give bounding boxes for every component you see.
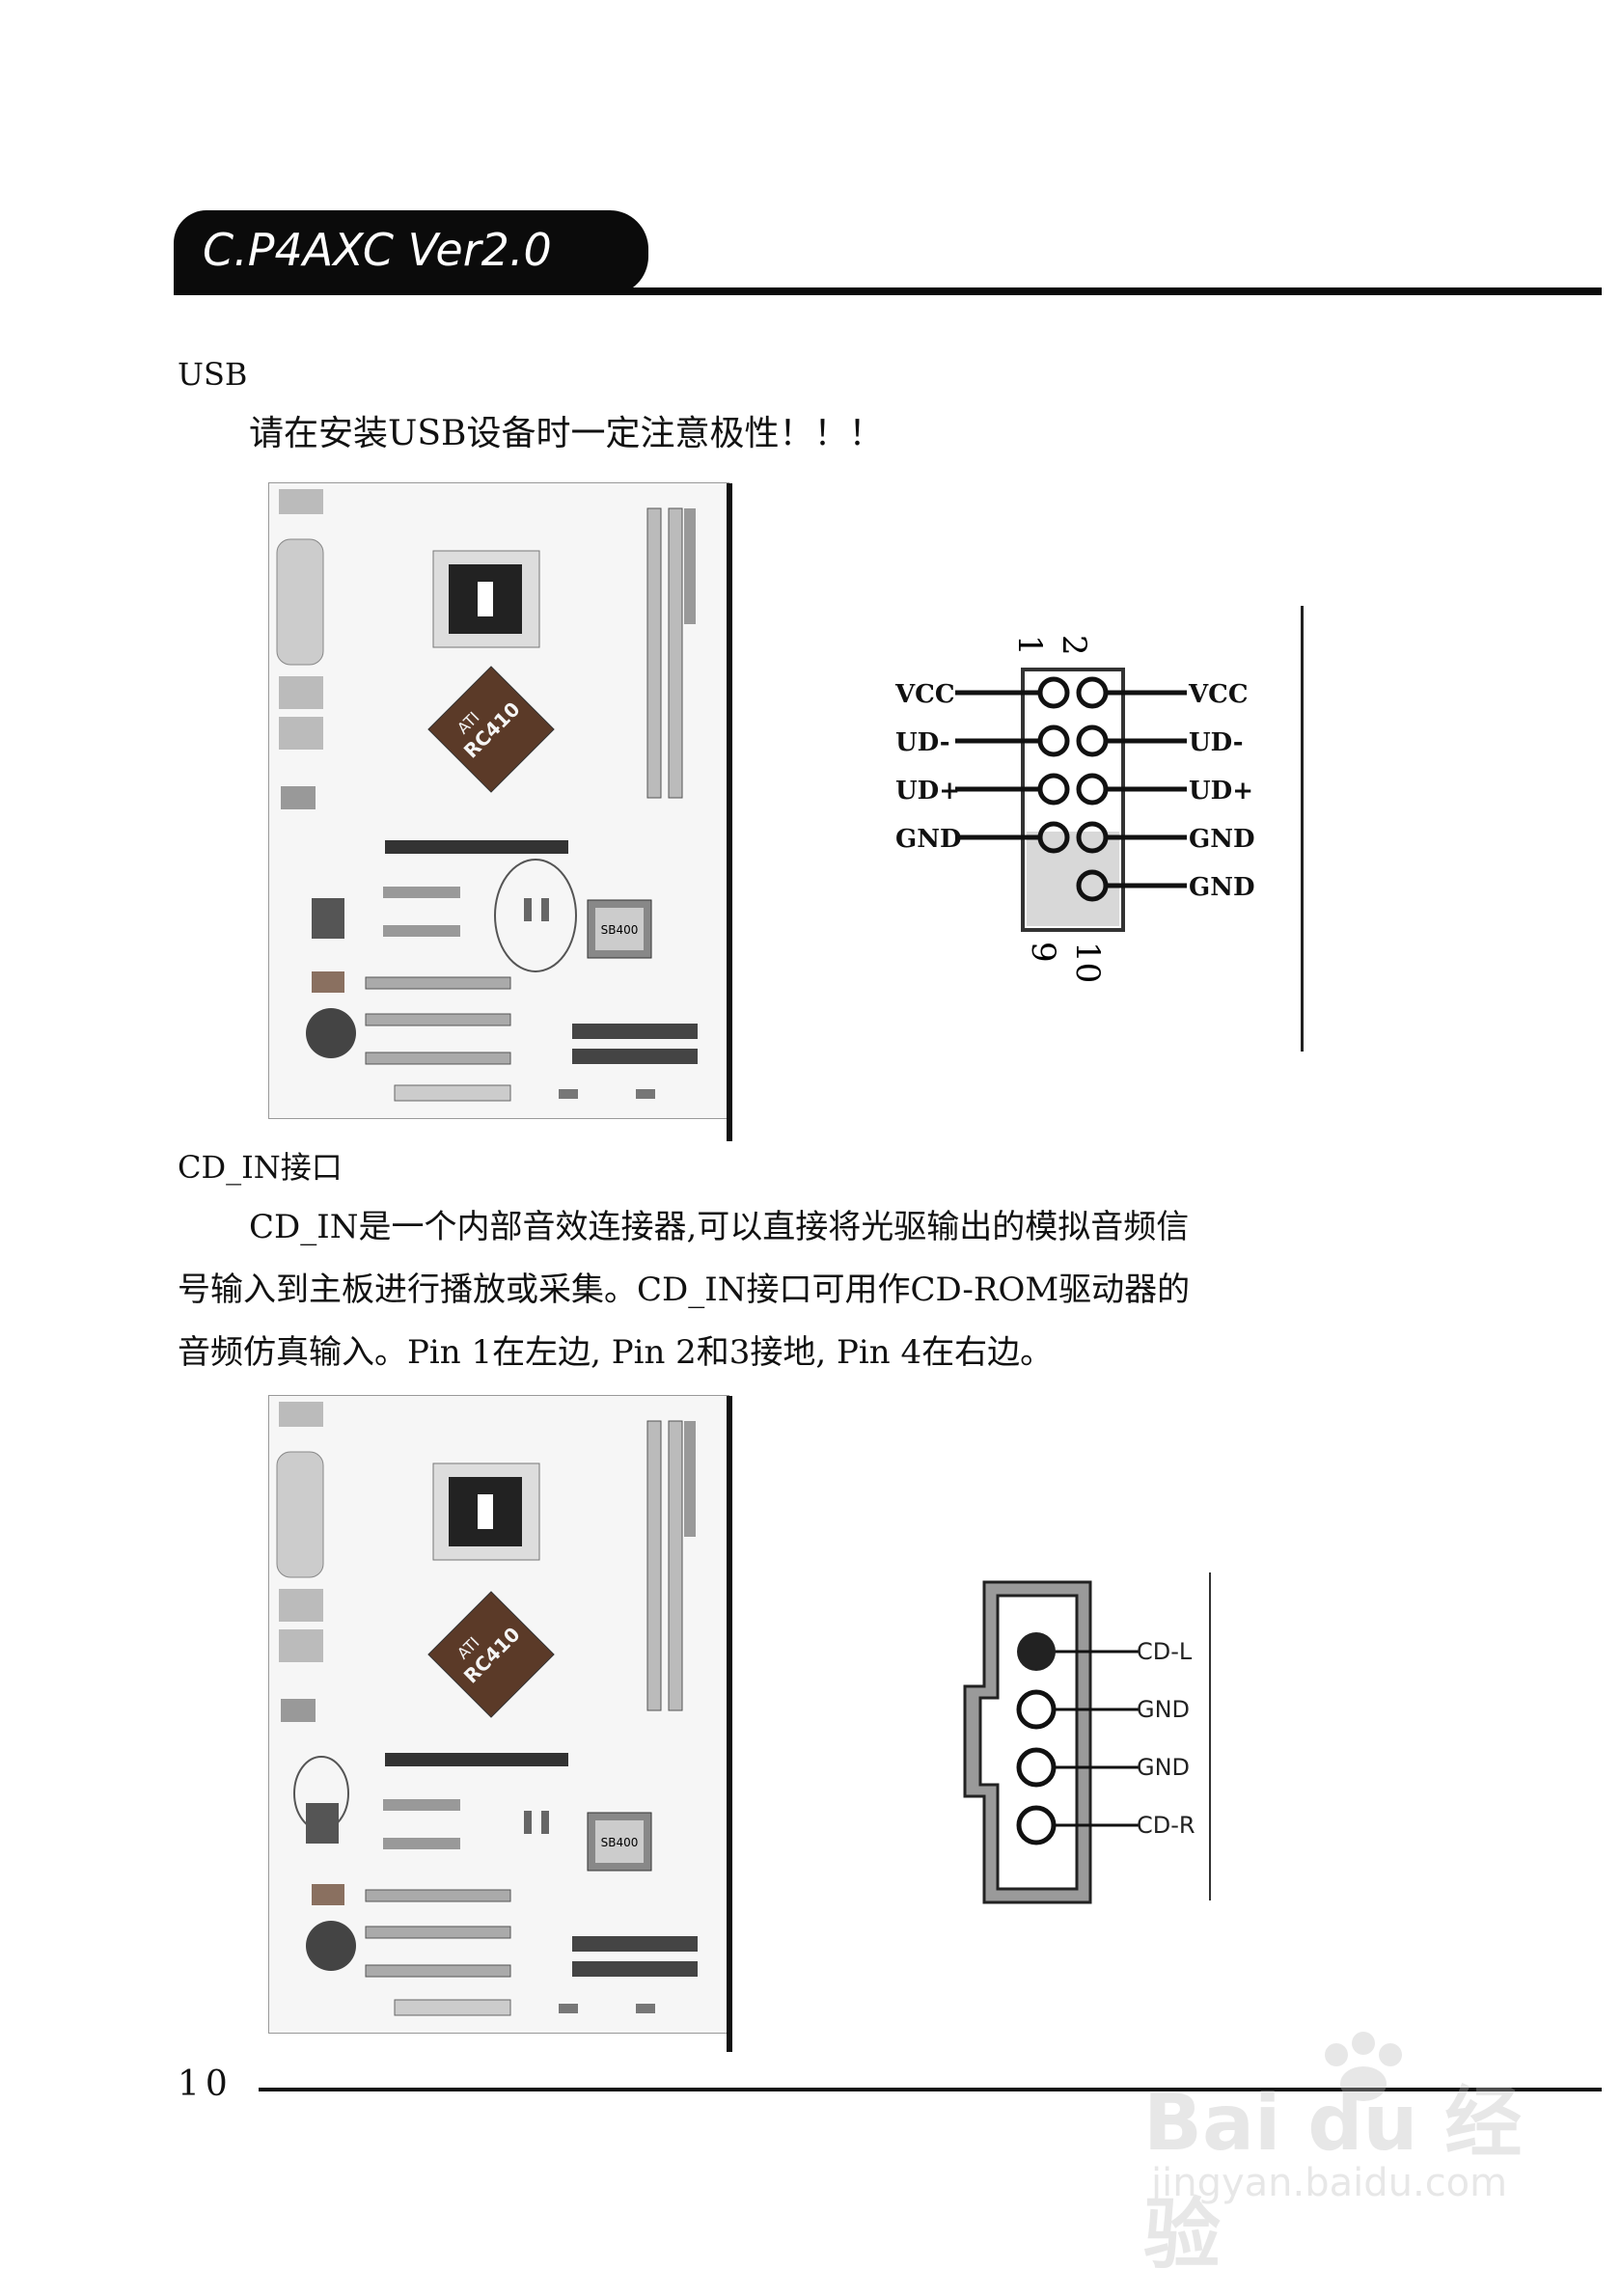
- cdin-pin-4-label: CD-R: [1137, 1812, 1195, 1839]
- usb-note: 请在安装USB设备时一定注意极性！！！: [249, 414, 884, 453]
- usb-left-label-4: GND: [895, 825, 962, 854]
- footer-rule: [259, 2088, 1602, 2091]
- watermark-url: jingyan.baidu.com: [1151, 2161, 1508, 2205]
- usb-diagram-divider: [1301, 606, 1304, 1052]
- paw-icon: [1325, 2032, 1402, 2101]
- usb-right-label-4: GND: [1189, 825, 1255, 854]
- motherboard-image-cdin: RC410 ATI SB400: [268, 1395, 732, 2052]
- cdin-pin-2-label: GND: [1137, 1696, 1190, 1723]
- usb-pin-10-label: 10: [1068, 942, 1107, 983]
- baidu-watermark: Bai du 经验 jingyan.baidu.com: [1143, 2026, 1529, 2280]
- cdin-paragraph-line-1: CD_IN是一个内部音效连接器,可以直接将光驱输出的模拟音频信: [249, 1208, 1190, 1246]
- motherboard-image-usb: RC410 ATI SB400: [268, 482, 732, 1141]
- usb-pin-header-diagram: 1 2 VCC UD- UD+ GND VCC UD- UD+ GND GND …: [894, 635, 1255, 983]
- cdin-paragraph-line-3: 音频仿真输入。Pin 1在左边, Pin 2和3接地, Pin 4在右边。: [178, 1333, 1054, 1372]
- cdin-pin-3-label: GND: [1137, 1754, 1190, 1781]
- motherboard-diagram-2: RC410 ATI SB400: [269, 1396, 728, 2033]
- page-number: 10: [178, 2064, 234, 2104]
- southbridge-label-2: SB400: [601, 1836, 639, 1849]
- cdin-connector-diagram: CD-L GND GND CD-R: [963, 1572, 1211, 1904]
- image-border-line-2: [727, 1396, 732, 2052]
- southbridge-label: SB400: [601, 923, 639, 937]
- header-tab: C.P4AXC Ver2.0: [174, 210, 648, 295]
- usb-pin-1-label: 1: [1010, 635, 1049, 656]
- manual-title: C.P4AXC Ver2.0: [203, 224, 552, 276]
- cdin-pin-1-label: CD-L: [1137, 1638, 1193, 1665]
- usb-pin-2-label: 2: [1055, 635, 1093, 656]
- header-rule: [174, 287, 1602, 295]
- usb-right-label-5: GND: [1189, 873, 1255, 902]
- usb-left-label-2: UD-: [895, 728, 950, 757]
- usb-right-label-1: VCC: [1188, 680, 1249, 709]
- image-border-line: [727, 483, 732, 1141]
- cdin-paragraph-line-2: 号输入到主板进行播放或采集。CD_IN接口可用作CD-ROM驱动器的: [178, 1271, 1191, 1309]
- watermark-logo-text: Bai du 经验: [1143, 2078, 1523, 2280]
- usb-left-label-1: VCC: [894, 680, 955, 709]
- usb-heading: USB: [178, 356, 248, 393]
- usb-pin-9-label: 9: [1024, 942, 1062, 963]
- motherboard-diagram: RC410 ATI SB400: [269, 483, 728, 1118]
- usb-left-label-3: UD+: [895, 777, 960, 806]
- cdin-heading: CD_IN接口: [178, 1149, 343, 1186]
- usb-right-label-3: UD+: [1189, 777, 1253, 806]
- usb-right-label-2: UD-: [1189, 728, 1244, 757]
